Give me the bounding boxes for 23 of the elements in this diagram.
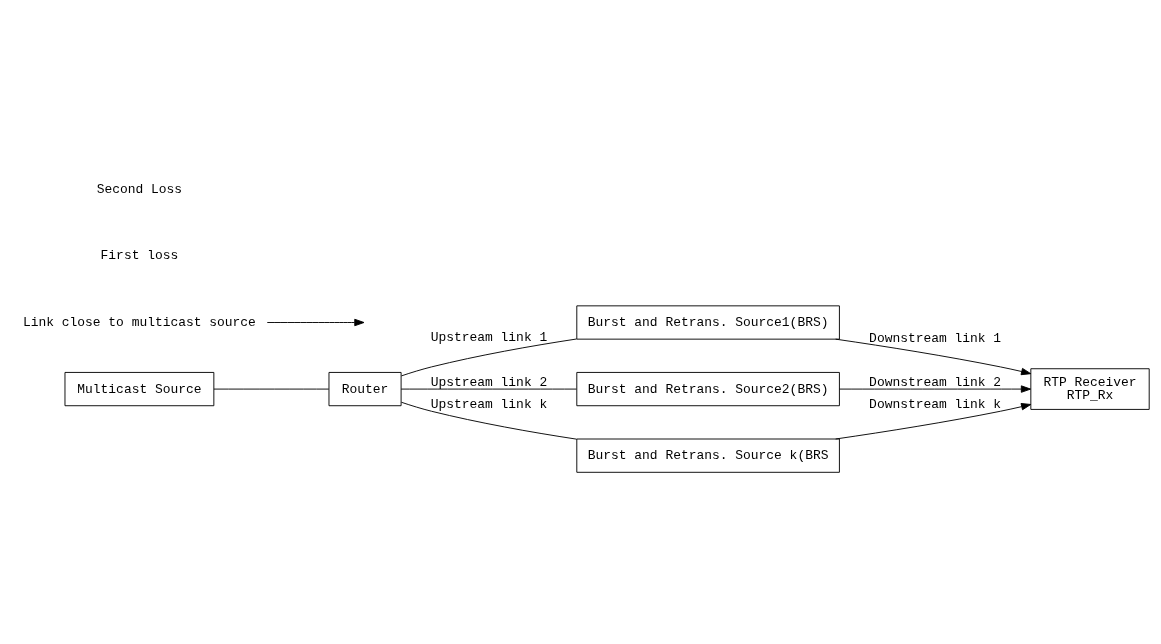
connector	[400, 401, 578, 440]
node-text: Link close to multicast source	[22, 314, 256, 330]
node-box: Burst and Retrans. Source1(BRS)	[576, 304, 840, 340]
arrow	[266, 318, 365, 326]
edge-label: Downstream link k	[869, 396, 1002, 412]
connector	[400, 338, 578, 376]
node-box: Burst and Retrans. Source2(BRS)	[576, 371, 840, 406]
arrow	[835, 338, 1032, 375]
arrow	[839, 384, 1032, 393]
arrow	[835, 402, 1032, 439]
edge-label: Upstream link 1	[430, 329, 548, 345]
label: First loss	[100, 247, 179, 263]
node-box: RTP Receiver RTP_Rx	[1030, 367, 1150, 410]
connector	[400, 388, 577, 390]
edge-label: Upstream link 2	[430, 374, 548, 390]
edge-label: Downstream link 2	[869, 374, 1002, 390]
node-box: Router	[328, 371, 402, 406]
node-box: Burst and Retrans. Source k(BRS	[576, 438, 840, 473]
edge-label: Downstream link 1	[869, 330, 1002, 346]
edge-label: Upstream link k	[430, 396, 548, 412]
label: Second Loss	[96, 181, 183, 197]
connector	[213, 388, 330, 390]
node-box: Multicast Source	[64, 371, 215, 406]
